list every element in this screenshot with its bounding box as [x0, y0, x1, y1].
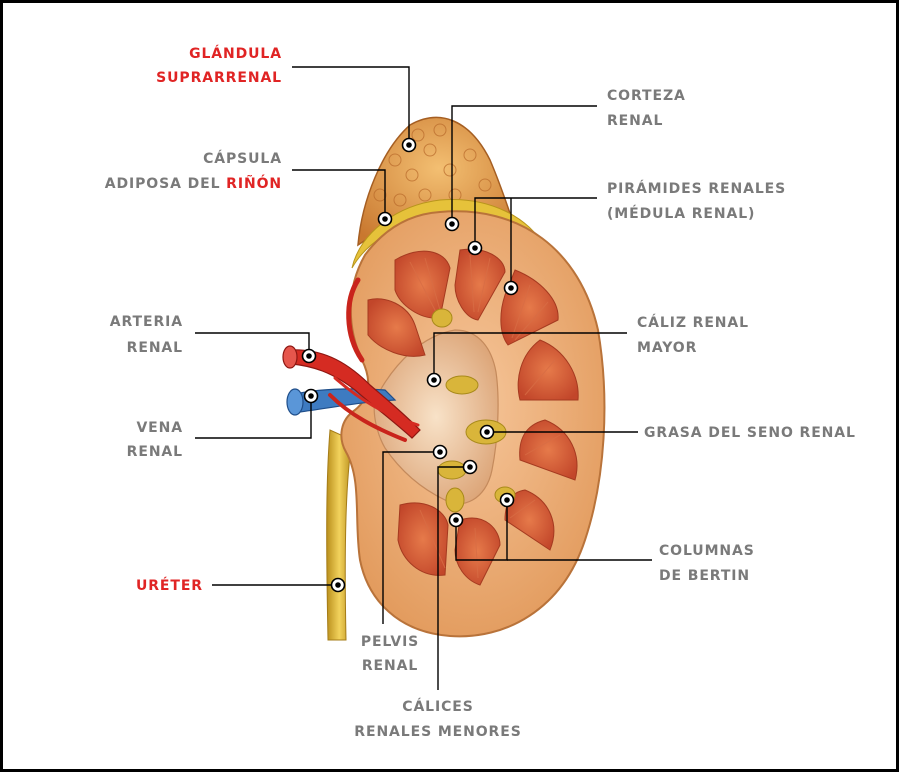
label-piramides-line1: PIRÁMIDES RENALES: [607, 180, 786, 197]
label-calices-line2: RENALES MENORES: [354, 724, 521, 740]
label-calices-line1: CÁLICES: [402, 698, 473, 715]
label-pelvis-line2: RENAL: [362, 658, 418, 674]
renal-artery-opening: [283, 346, 297, 368]
marker-dot: [450, 514, 463, 527]
label-glandula-line2: SUPRARRENAL: [156, 70, 282, 86]
label-vena-line1: VENA: [136, 420, 183, 436]
marker-dot: [446, 218, 459, 231]
renal-vein-opening: [287, 389, 303, 415]
label-arteria-line1: ARTERIA: [110, 314, 183, 330]
label-caliz-line2: MAYOR: [637, 340, 697, 356]
label-capsula-adiposa: ADIPOSA DEL: [105, 176, 226, 192]
label-ureter: URÉTER: [136, 577, 203, 594]
marker-dot: [434, 446, 447, 459]
label-capsula-line2: ADIPOSA DEL RIÑÓN: [105, 174, 282, 192]
marker-dot: [332, 579, 345, 592]
label-capsula-line1: CÁPSULA: [203, 150, 282, 167]
marker-dot: [469, 242, 482, 255]
marker-dot: [501, 494, 514, 507]
label-corteza-line1: CORTEZA: [607, 88, 686, 104]
label-corteza-line2: RENAL: [607, 113, 663, 129]
label-piramides-line2: (MÉDULA RENAL): [607, 205, 755, 222]
label-caliz-line1: CÁLIZ RENAL: [637, 314, 749, 331]
marker-dot: [464, 461, 477, 474]
marker-dot: [481, 426, 494, 439]
label-columnas-line1: COLUMNAS: [659, 543, 755, 559]
label-grasa: GRASA DEL SENO RENAL: [644, 425, 856, 441]
label-arteria-line2: RENAL: [127, 340, 183, 356]
marker-dot: [303, 350, 316, 363]
label-columnas-line2: DE BERTIN: [659, 568, 750, 584]
marker-dot: [403, 139, 416, 152]
ureter-tube: [327, 430, 352, 640]
label-vena-line2: RENAL: [127, 444, 183, 460]
marker-dot: [505, 282, 518, 295]
marker-dot: [379, 213, 392, 226]
label-pelvis-line1: PELVIS: [361, 634, 419, 650]
leader-glandula: [292, 67, 409, 145]
marker-dot: [305, 390, 318, 403]
label-capsula-rinon: RIÑÓN: [226, 174, 282, 192]
label-glandula-line1: GLÁNDULA: [189, 45, 282, 62]
marker-dot: [428, 374, 441, 387]
